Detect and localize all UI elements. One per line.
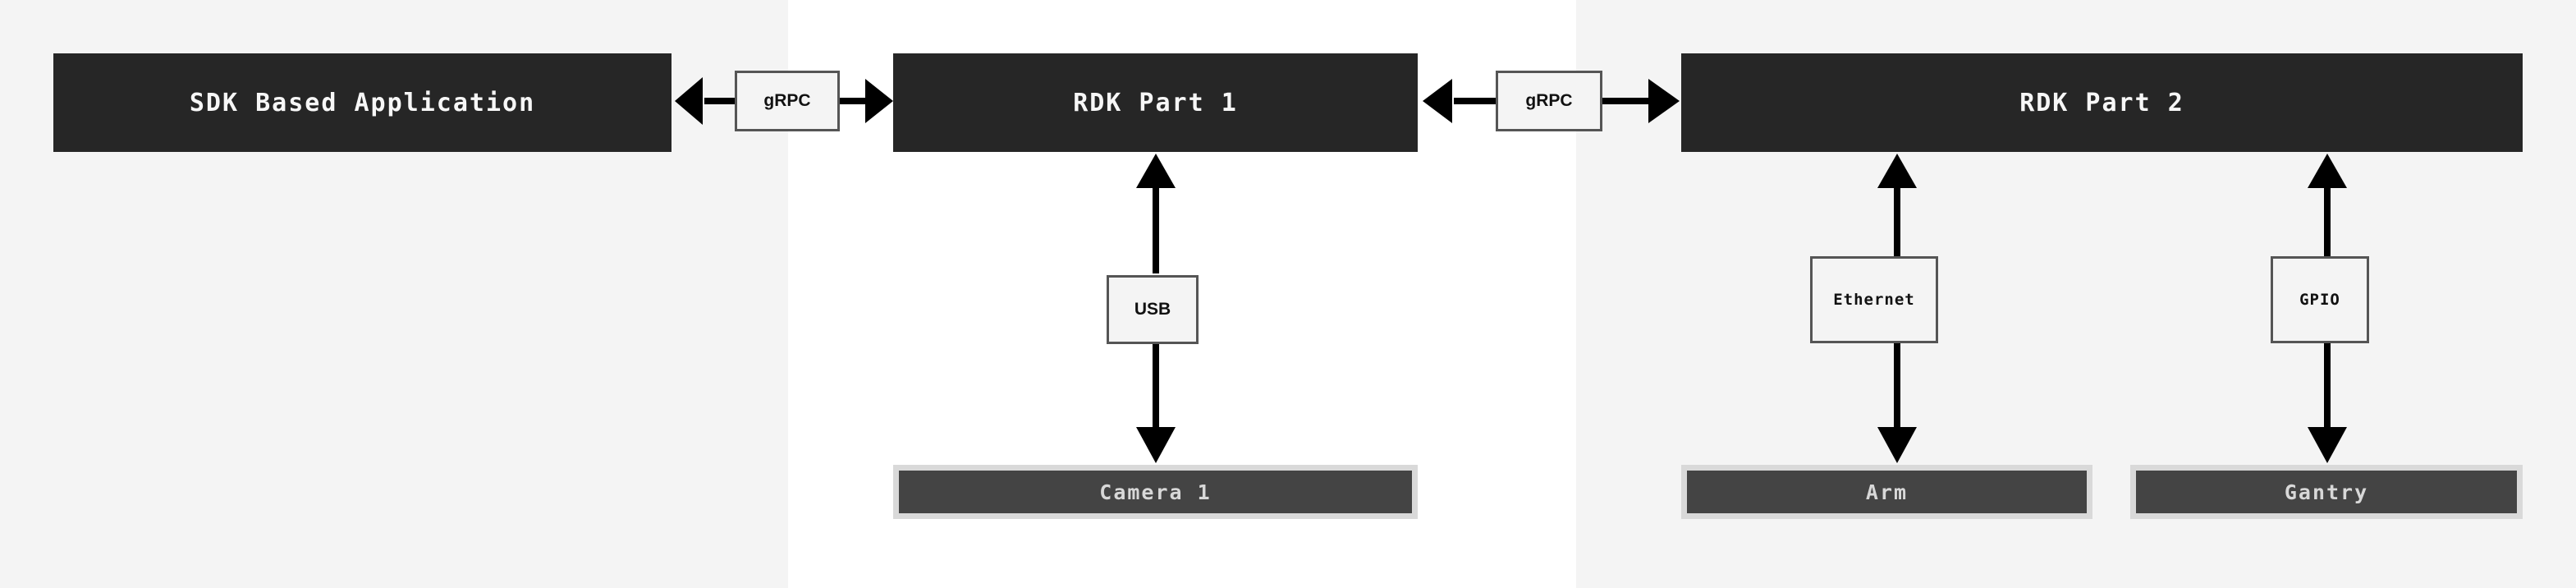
node-label: SDK Based Application — [189, 88, 536, 117]
edge-label-ethernet[interactable]: Ethernet — [1810, 256, 1938, 343]
node-gantry[interactable]: Gantry — [2130, 465, 2523, 519]
connector-sdk-to-grpc-left — [675, 77, 736, 125]
node-label: Camera 1 — [1099, 480, 1212, 504]
connector-rdk1-camera1-upper — [1136, 154, 1176, 273]
edge-label-text: Ethernet — [1833, 291, 1915, 309]
node-arm[interactable]: Arm — [1681, 465, 2092, 519]
node-rdk-part-2[interactable]: RDK Part 2 — [1681, 53, 2523, 152]
edge-label-text: GPIO — [2299, 291, 2340, 309]
edge-label-gpio[interactable]: GPIO — [2271, 256, 2369, 343]
device-inner: Camera 1 — [899, 471, 1412, 513]
edge-label-text: USB — [1134, 300, 1171, 319]
device-inner: Gantry — [2136, 471, 2517, 513]
node-sdk-based-application[interactable]: SDK Based Application — [53, 53, 672, 152]
connector-grpc-left-to-rdk1 — [839, 79, 893, 123]
node-rdk-part-1[interactable]: RDK Part 1 — [893, 53, 1418, 152]
connector-rdk2-gantry-lower — [2308, 343, 2347, 463]
edge-label-grpc-right[interactable]: gRPC — [1496, 71, 1602, 131]
connector-rdk1-to-grpc-right — [1423, 79, 1497, 123]
node-label: Gantry — [2284, 480, 2369, 504]
connector-rdk2-arm-lower — [1877, 343, 1917, 463]
device-inner: Arm — [1687, 471, 2087, 513]
node-camera-1[interactable]: Camera 1 — [893, 465, 1418, 519]
connector-grpc-right-to-rdk2 — [1601, 79, 1680, 123]
node-label: RDK Part 2 — [2019, 88, 2184, 117]
edge-label-grpc-left[interactable]: gRPC — [735, 71, 840, 131]
edge-label-text: gRPC — [763, 91, 811, 110]
edge-label-text: gRPC — [1525, 91, 1573, 110]
edge-label-usb[interactable]: USB — [1107, 275, 1199, 344]
connector-rdk1-camera1-lower — [1136, 343, 1176, 463]
node-label: Arm — [1865, 480, 1909, 504]
node-label: RDK Part 1 — [1073, 88, 1238, 117]
